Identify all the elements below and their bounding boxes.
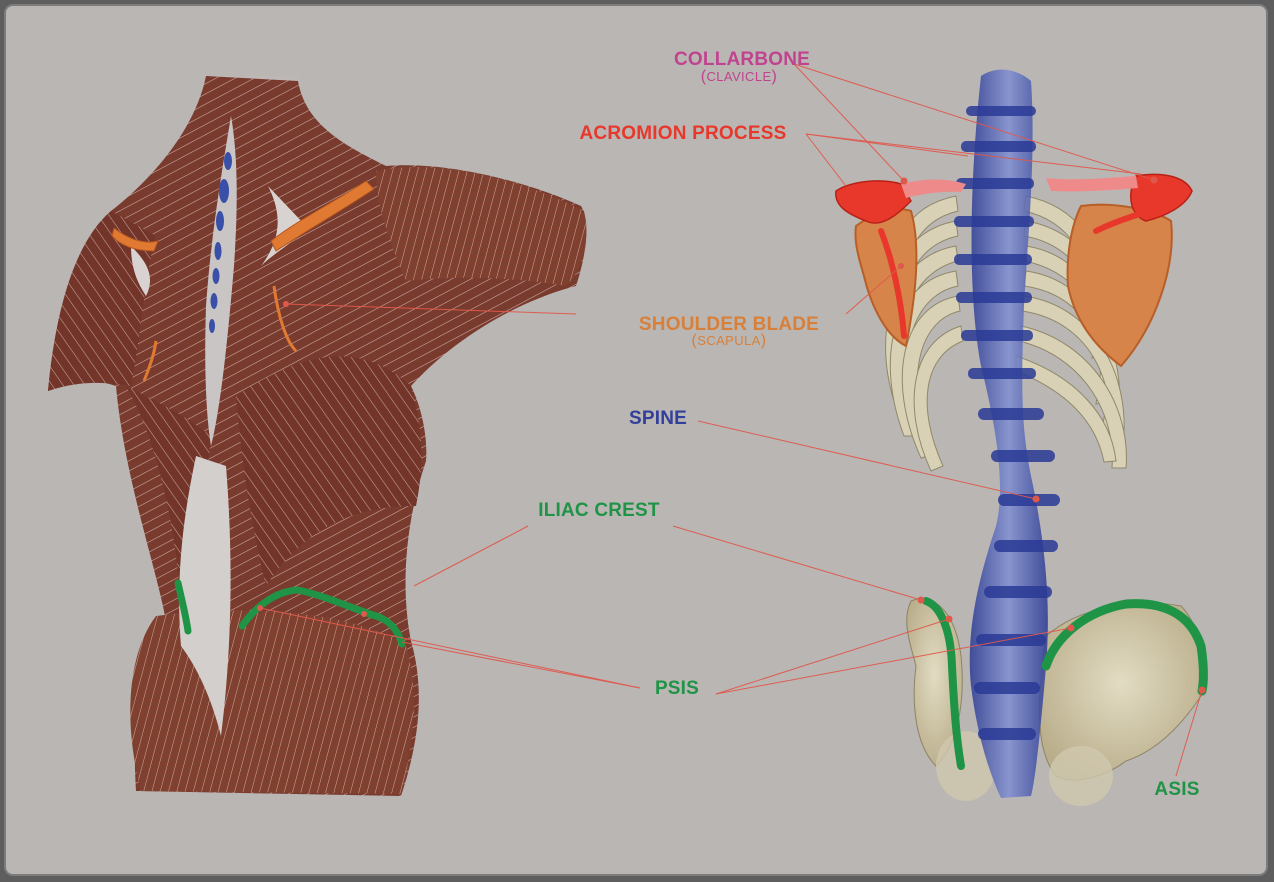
clavicle-text: CLAVICLE xyxy=(706,69,771,84)
label-iliac-crest: ILIAC CREST xyxy=(524,501,674,520)
diagram-panel: COLLARBONE (CLAVICLE) ACROMION PROCESS S… xyxy=(4,4,1268,876)
back-muscles-illustration xyxy=(48,76,586,796)
label-psis: PSIS xyxy=(642,679,712,698)
label-shoulder-blade: SHOULDER BLADE xyxy=(614,315,844,334)
label-acromion-process: ACROMION PROCESS xyxy=(558,124,808,143)
label-collarbone: COLLARBONE xyxy=(674,50,804,69)
label-spine: SPINE xyxy=(618,409,698,428)
label-collarbone-sub: (CLAVICLE) xyxy=(664,69,814,85)
label-shoulder-blade-sub: (SCAPULA) xyxy=(664,333,794,349)
scapula-left xyxy=(855,209,916,346)
label-asis: ASIS xyxy=(1142,780,1212,799)
skeleton-torso-illustration xyxy=(836,70,1206,806)
clavicle-right xyxy=(1046,176,1138,191)
clavicle-left xyxy=(901,180,966,199)
scapula-text: SCAPULA xyxy=(697,333,761,348)
